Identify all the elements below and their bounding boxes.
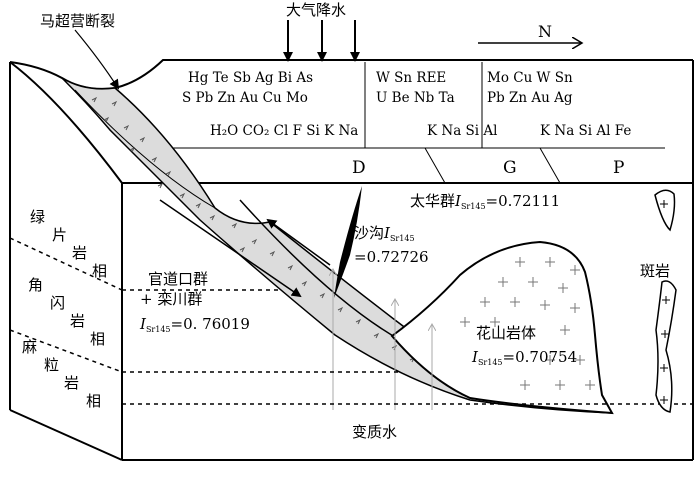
- P-elements-row2: Pb Zn Au Ag: [487, 90, 573, 106]
- svg-text:粒: 粒: [44, 356, 59, 374]
- amphibolite-facies-label: 角 闪 岩 相: [28, 276, 105, 348]
- guandaokou-label: 官道口群: [148, 270, 208, 288]
- guandaokou-value: ISr145=0. 76019: [139, 315, 250, 334]
- fault-slip-arrow-down: [159, 199, 302, 298]
- luanchuan-label: + 栾川群: [140, 290, 202, 308]
- zone-D: D: [352, 158, 366, 178]
- fault-label-pointer: [74, 29, 120, 90]
- svg-text:岩: 岩: [72, 244, 87, 262]
- block-bottom-left-edge: [9, 409, 123, 461]
- P-elements-row3: K Na Si Al Fe: [540, 123, 631, 139]
- shagou-value: =0.72726: [354, 248, 429, 266]
- D-elements-row1: Hg Te Sb Ag Bi As: [188, 70, 313, 86]
- facies-boundaries: [9, 237, 693, 405]
- huashan-value: ISr145=0.70754: [471, 348, 577, 367]
- svg-text:岩: 岩: [70, 312, 85, 330]
- zone-P: P: [613, 158, 624, 178]
- G-elements-row1: W Sn REE: [376, 70, 446, 86]
- fault-surface-trace: [9, 61, 123, 184]
- metamorphic-water-label: 变质水: [352, 423, 397, 441]
- svg-text:闪: 闪: [50, 294, 65, 312]
- zone-divider-DG-lower: [424, 147, 446, 184]
- svg-text:绿: 绿: [30, 208, 45, 226]
- zone-divider-GP-lower: [539, 147, 561, 184]
- greenschist-facies-label: 绿 片 岩 相: [30, 208, 107, 280]
- svg-text:相: 相: [90, 330, 105, 348]
- taihua-label: 太华群ISr145=0.72111: [410, 192, 560, 211]
- G-elements-row2: U Be Nb Ta: [376, 90, 455, 106]
- porphyry-dike: [654, 189, 677, 413]
- shagou-label: 沙沟ISr145: [354, 224, 415, 243]
- element-table-lines: [142, 62, 665, 184]
- granulite-facies-label: 麻 粒 岩 相: [22, 338, 101, 410]
- svg-text:麻: 麻: [22, 338, 37, 356]
- fault-label: 马超营断裂: [40, 12, 115, 30]
- precipitation-arrows: [283, 20, 360, 62]
- svg-text:片: 片: [52, 226, 67, 244]
- top-surface-back-edge: [9, 59, 693, 90]
- svg-text:相: 相: [86, 392, 101, 410]
- volatile-elements: H₂O CO₂ Cl F Si K Na: [210, 123, 358, 139]
- north-label: N: [538, 22, 552, 41]
- P-elements-row1: Mo Cu W Sn: [487, 70, 573, 86]
- porphyry-label: 斑岩: [640, 262, 670, 280]
- G-elements-row3: K Na Si Al: [427, 123, 497, 139]
- granite-cross-pattern: [460, 257, 595, 390]
- zone-G: G: [503, 158, 517, 178]
- svg-text:相: 相: [92, 262, 107, 280]
- huashan-label: 花山岩体: [476, 324, 536, 342]
- fluid-migration-arrows: [333, 270, 432, 410]
- fault-zone-inner-edge: [74, 89, 216, 209]
- fault-slip-arrow-up: [266, 218, 331, 266]
- shagou-orebody: [334, 186, 362, 298]
- precipitation-label: 大气降水: [286, 1, 346, 19]
- svg-text:岩: 岩: [64, 374, 79, 392]
- D-elements-row2: S Pb Zn Au Cu Mo: [182, 90, 308, 106]
- huashan-granite-body: [390, 240, 614, 415]
- svg-text:角: 角: [28, 276, 43, 294]
